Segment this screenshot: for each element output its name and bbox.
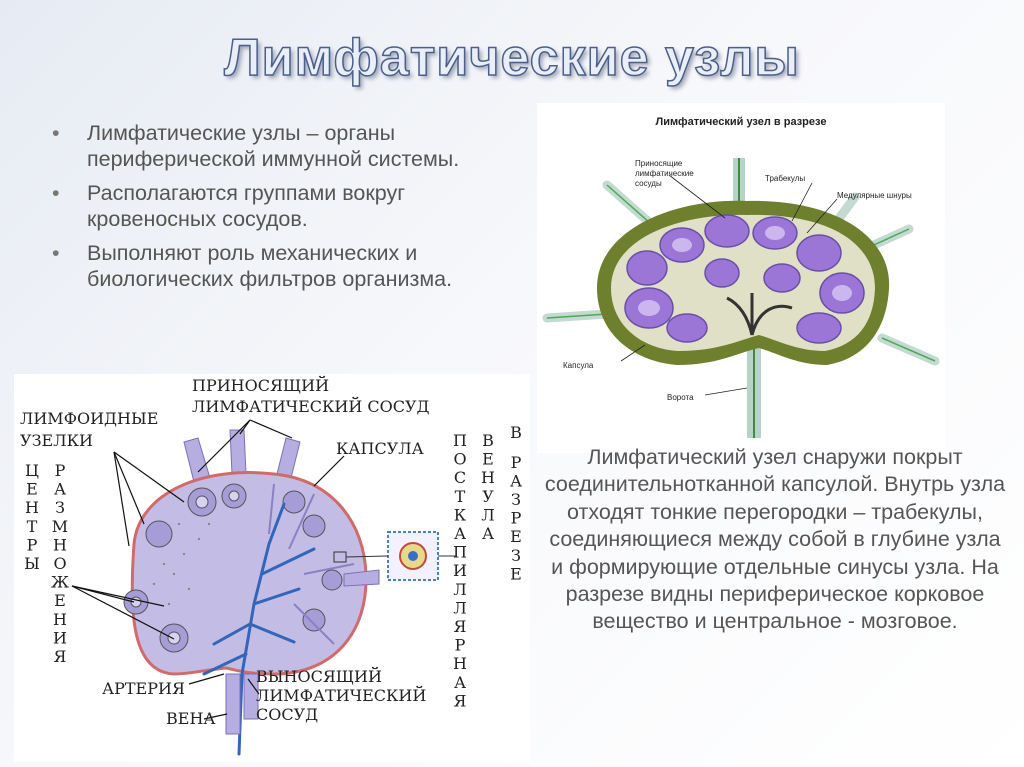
vertical-label-letter: Р (27, 535, 38, 554)
label-efferent-3: СОСУД (256, 705, 318, 724)
vertical-label-letter: О (453, 450, 466, 469)
bullet-item: Располагаются группами вокруг кровеносны… (52, 180, 492, 232)
vertical-label-letter: П (453, 543, 467, 562)
label-vein: ВЕНА (166, 709, 216, 728)
bullet-list: Лимфатические узлы – органы периферическ… (52, 120, 492, 300)
vertical-label-letter: Л (453, 598, 466, 617)
bullet-item: Выполняют роль механических и биологичес… (52, 240, 492, 292)
label-afferent-1: Приносящие (635, 159, 683, 168)
vertical-label-letter: Н (25, 498, 39, 517)
vertical-label-letter: Н (481, 468, 495, 487)
label-efferent-2: ЛИМФАТИЧЕСКИЙ (256, 685, 426, 705)
vertical-label-letter: К (454, 505, 467, 524)
vertical-label-letter: Е (510, 527, 522, 546)
vertical-label-letter: А (510, 471, 522, 490)
vertical-label-letter: Ц (25, 461, 39, 480)
vertical-label-letter: Е (482, 450, 494, 469)
vertical-label-letter: Л (481, 505, 494, 524)
vertical-label-letter: Р (55, 461, 66, 480)
vertical-label-letter: Ж (51, 573, 69, 592)
label-capsule: Капсула (563, 361, 594, 370)
label-trabeculae: Трабекулы (765, 174, 805, 183)
label-afferent-3: сосуды (635, 179, 662, 188)
diagram-title: Лимфатический узел в разрезе (656, 116, 827, 128)
vertical-label-letter: А (454, 524, 466, 543)
label-medullary-cords: Медулярные шнуры (837, 191, 912, 200)
label-capsule: КАПСУЛА (336, 439, 424, 458)
vertical-label-letter: Н (53, 610, 67, 629)
vertical-label-letter: А (54, 480, 66, 499)
vertical-label-letter: Р (511, 453, 522, 472)
label-efferent-1: ВЫНОСЯЩИЙ (256, 666, 382, 686)
vertical-label-letter: И (53, 628, 67, 647)
vertical-label-letter: Я (454, 617, 467, 636)
vertical-label-letter: М (52, 517, 68, 536)
vertical-label-letter: З (511, 490, 521, 509)
vertical-label-letter: У (482, 487, 494, 506)
bullet-item: Лимфатические узлы – органы периферическ… (52, 120, 492, 172)
vertical-label-letter: Р (511, 509, 522, 528)
label-afferent-2: ЛИМФАТИЧЕСКИЙ СОСУД (192, 396, 430, 416)
label-afferent-1: ПРИНОСЯЩИЙ (192, 375, 329, 395)
page-title: Лимфатические узлы (223, 28, 800, 88)
vertical-label-letter: В (482, 431, 494, 450)
vertical-label-letter: С (454, 468, 466, 487)
vertical-label-letter: Р (455, 636, 466, 655)
vertical-label-letter: Ы (24, 554, 40, 573)
vertical-label-letter: Н (453, 654, 467, 673)
vertical-label-letter: Е (54, 591, 66, 610)
vertical-label-letter: Я (454, 691, 467, 710)
vertical-label-letter: А (454, 673, 466, 692)
description-paragraph: Лимфатический узел снаружи покрыт соедин… (544, 445, 1006, 634)
lymph-node-structure-diagram: ЛИМФОИДНЫЕ УЗЕЛКИ ПРИНОСЯЩИЙ ЛИМФАТИЧЕСК… (14, 374, 530, 762)
vertical-label-letter: И (453, 561, 467, 580)
label-nodules-2: УЗЕЛКИ (20, 431, 93, 450)
vertical-label-letter: О (53, 554, 66, 573)
vertical-label-letter: Е (26, 480, 38, 499)
label-nodules-1: ЛИМФОИДНЫЕ (20, 409, 158, 428)
vertical-label-letter: П (453, 431, 467, 450)
vertical-label-letter: Т (455, 487, 466, 506)
vertical-label-letter: Л (453, 580, 466, 599)
vertical-label-letter: Т (27, 517, 38, 536)
vertical-label-letter: В (510, 423, 522, 442)
vertical-label-letter: А (482, 524, 494, 543)
label-artery: АРТЕРИЯ (102, 679, 185, 698)
label-afferent-2: лимфатические (635, 169, 694, 178)
vertical-label-letter: З (511, 546, 521, 565)
vertical-label-letter: Н (53, 535, 67, 554)
lymph-node-section-diagram: Лимфатический узел в разрезе (537, 103, 945, 453)
vertical-label-letter: Я (54, 647, 67, 666)
label-hilum: Ворота (667, 393, 694, 402)
vertical-label-letter: З (55, 498, 65, 517)
vertical-label-letter: Е (510, 564, 522, 583)
